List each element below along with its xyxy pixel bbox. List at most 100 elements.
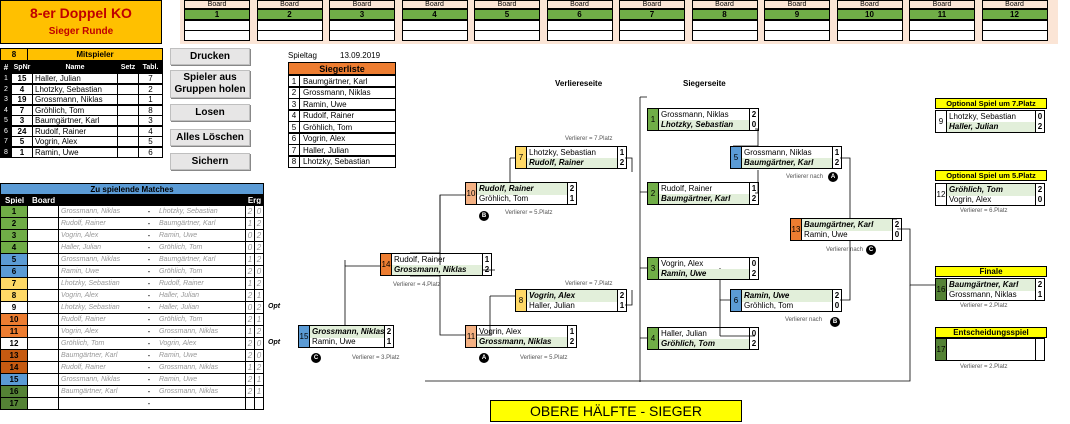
marker-a-11: A <box>479 353 489 363</box>
match-dash: - <box>145 397 153 410</box>
clear-all-button[interactable]: Alles Löschen <box>170 129 250 146</box>
bracket-score-1[interactable]: 1 <box>482 253 492 266</box>
half-banner: OBERE HÄLFTE - SIEGER <box>490 400 742 422</box>
bracket-game-number: 2 <box>647 182 659 205</box>
bracket-score-2[interactable]: 1 <box>617 300 627 312</box>
board-number: 4 <box>401 9 468 20</box>
bracket-score-1[interactable]: 2 <box>832 289 842 302</box>
title-block: 8-er Doppel KO Sieger Runde <box>0 0 162 44</box>
board-number: 6 <box>546 9 613 20</box>
finale-title: Finale <box>935 266 1047 277</box>
board-number: 2 <box>256 9 323 20</box>
loser-label-5a: Verlierer = 5.Platz <box>505 210 553 216</box>
match-player-a <box>58 397 146 410</box>
bracket-player-2: Gröhlich, Tom <box>741 300 833 312</box>
bracket-score-2[interactable]: 1 <box>1035 289 1045 301</box>
bracket-score-2[interactable]: 2 <box>749 193 759 205</box>
bracket-player-2: Gröhlich, Tom <box>658 338 750 350</box>
board-slot[interactable] <box>836 30 903 41</box>
bracket-player-2: Baumgärtner, Karl <box>658 193 750 205</box>
bracket-score-2[interactable]: 2 <box>482 264 492 276</box>
bracket-game-number: 10 <box>465 182 477 205</box>
bracket-score-1[interactable]: 1 <box>567 325 577 338</box>
bracket-score-2[interactable]: 0 <box>749 119 759 131</box>
bracket-score-1[interactable]: 0 <box>749 327 759 340</box>
board-slot[interactable] <box>981 30 1048 41</box>
loser-label-3: Verlierer = 3.Platz <box>352 355 400 361</box>
bracket-player-2: Gröhlich, Tom <box>476 193 568 205</box>
bracket-score-2[interactable]: 0 <box>1035 194 1045 206</box>
board-slot[interactable] <box>691 30 758 41</box>
board-number: 8 <box>691 9 758 20</box>
bracket-score-1[interactable] <box>1035 338 1045 351</box>
bracket-score-2[interactable]: 2 <box>617 157 627 169</box>
loser-label-5b: Verlierer = 5.Platz <box>520 355 568 361</box>
board-header: Board <box>909 0 975 9</box>
board-slot[interactable] <box>764 30 830 41</box>
loser-label-2a: Verlierer = 2.Platz <box>960 303 1008 309</box>
board-slot[interactable] <box>329 30 395 41</box>
board-number: 11 <box>909 9 975 20</box>
bracket-player-2: Ramin, Uwe <box>309 336 385 348</box>
bracket-player-2: Grossmann, Niklas <box>476 336 568 348</box>
match-score-2[interactable] <box>254 397 264 410</box>
bracket-score-1[interactable]: 0 <box>1035 110 1045 123</box>
save-button[interactable]: Sichern <box>170 153 250 170</box>
match-opt-flag: Opt <box>268 303 281 310</box>
loser-label-7: Verlierer = 7.Platz <box>565 136 613 142</box>
loser-label-nach-6: Verlierer nach <box>785 317 823 323</box>
board-slot[interactable] <box>401 30 468 41</box>
player-tabl: 6 <box>138 146 163 158</box>
bracket-score-2[interactable]: 2 <box>1035 121 1045 133</box>
print-button[interactable]: Drucken <box>170 48 250 65</box>
bracket-score-2[interactable]: 2 <box>567 336 577 348</box>
board-number: 3 <box>329 9 395 20</box>
board-header: Board <box>184 0 250 9</box>
bracket-score-1[interactable]: 1 <box>832 146 842 159</box>
bracket-score-1[interactable]: 2 <box>892 218 902 231</box>
bracket-score-2[interactable]: 2 <box>749 268 759 280</box>
loser-label-nach-5: Verlierer nach <box>786 174 824 180</box>
bracket-score-1[interactable]: 0 <box>749 257 759 270</box>
bracket-score-2[interactable]: 0 <box>892 229 902 241</box>
board-slot[interactable] <box>474 30 540 41</box>
bracket-score-2[interactable]: 2 <box>749 338 759 350</box>
bracket-player-2 <box>946 349 1036 361</box>
draw-button[interactable]: Losen <box>170 104 250 121</box>
marker-a-5: A <box>828 172 838 182</box>
bracket-score-2[interactable]: 0 <box>832 300 842 312</box>
fetch-players-button[interactable]: Spieler aus Gruppen holen <box>170 70 250 98</box>
board-number: 9 <box>764 9 830 20</box>
spieltag-label: Spieltag <box>288 51 317 60</box>
siegerseite-heading: Siegerseite <box>683 79 726 88</box>
bracket-score-1[interactable]: 2 <box>617 289 627 302</box>
bracket-score-2[interactable]: 1 <box>567 193 577 205</box>
bracket-score-2[interactable] <box>1035 349 1045 361</box>
bracket-score-1[interactable]: 1 <box>617 146 627 159</box>
loser-label-6: Verlierer = 6.Platz <box>960 208 1008 214</box>
board-header: Board <box>329 0 395 9</box>
board-number: 5 <box>474 9 540 20</box>
marker-c-15: C <box>311 353 321 363</box>
sieger-name: Lhotzky, Sebastian <box>299 155 396 168</box>
bracket-score-1[interactable]: 2 <box>1035 183 1045 196</box>
bracket-score-1[interactable]: 2 <box>384 325 394 338</box>
board-header: Board <box>619 0 685 9</box>
board-header: Board <box>256 0 323 9</box>
bracket-score-1[interactable]: 2 <box>749 108 759 121</box>
board-slot[interactable] <box>909 30 975 41</box>
board-slot[interactable] <box>184 30 250 41</box>
bracket-score-2[interactable]: 2 <box>832 157 842 169</box>
bracket-score-2[interactable]: 1 <box>384 336 394 348</box>
board-slot[interactable] <box>546 30 613 41</box>
app-title: 8-er Doppel KO <box>30 5 132 21</box>
bracket-score-1[interactable]: 2 <box>1035 278 1045 291</box>
bracket-score-1[interactable]: 1 <box>749 182 759 195</box>
board-header: Board <box>981 0 1048 9</box>
board-slot[interactable] <box>256 30 323 41</box>
board-slot[interactable] <box>619 30 685 41</box>
bracket-player-2: Grossmann, Niklas <box>391 264 483 276</box>
bracket-player-2: Haller, Julian <box>946 121 1036 133</box>
bracket-score-1[interactable]: 2 <box>567 182 577 195</box>
board-number: 12 <box>981 9 1048 20</box>
